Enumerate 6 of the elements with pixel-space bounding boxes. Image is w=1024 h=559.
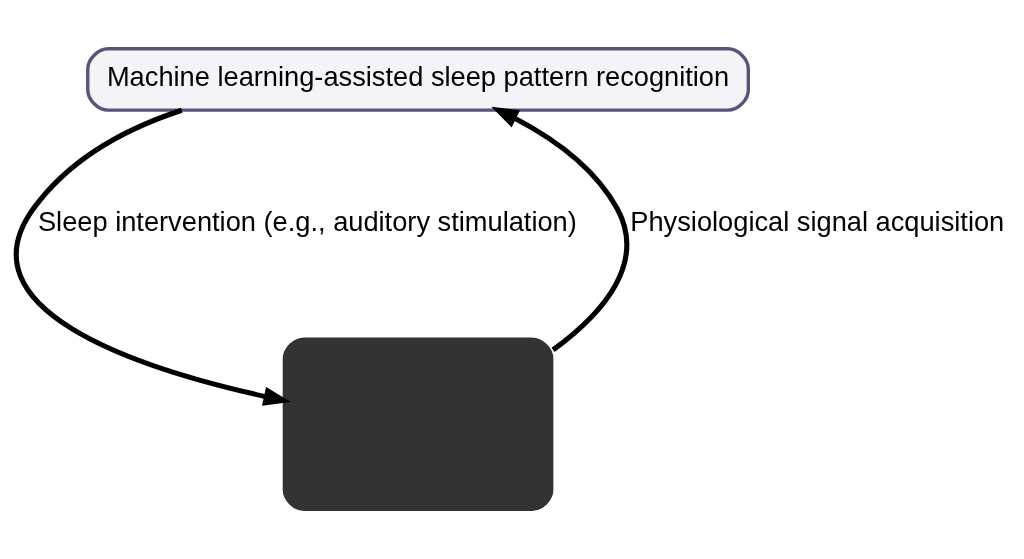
node-box: Machine learning-assisted sleep pattern recognition [86,47,751,112]
arrow [13,107,291,406]
node-box [282,337,554,512]
edge-label: Sleep intervention (e.g., auditory stimulation) [37,205,577,237]
arrow [491,106,630,352]
edge-label: Physiological signal acquisition [630,205,1005,237]
